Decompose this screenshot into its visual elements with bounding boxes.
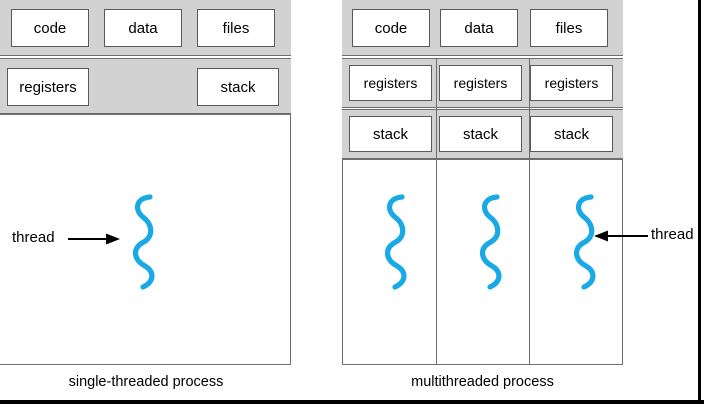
multi-thread-squiggle-2 xyxy=(480,194,502,290)
multi-cell-files: files xyxy=(530,9,608,47)
cell-label: data xyxy=(464,19,494,37)
single-cell-registers: registers xyxy=(7,68,89,106)
thread-text: thread xyxy=(651,226,694,243)
single-cell-data: data xyxy=(104,9,182,47)
multi-thread-divider-2 xyxy=(529,159,530,365)
cell-label: stack xyxy=(220,78,256,96)
multi-cell-stack-2: stack xyxy=(439,116,522,152)
cell-label: files xyxy=(222,19,250,37)
multi-cell-code: code xyxy=(352,9,430,47)
multi-thread-squiggle-3 xyxy=(574,194,596,290)
cell-label: files xyxy=(555,19,583,37)
multi-cell-data: data xyxy=(440,9,518,47)
caption-text: single-threaded process xyxy=(68,374,224,390)
caption-text: multithreaded process xyxy=(411,374,554,390)
multi-cell-registers-2: registers xyxy=(439,65,522,101)
multi-cell-stack-1: stack xyxy=(349,116,432,152)
single-thread-squiggle xyxy=(133,194,155,290)
cell-label: registers xyxy=(363,75,418,91)
page-right-rule xyxy=(698,0,701,400)
multi-band-divider-2 xyxy=(529,58,530,159)
multi-stack-band: stack stack stack xyxy=(342,109,623,159)
single-cell-code: code xyxy=(11,9,89,47)
multi-cell-registers-3: registers xyxy=(530,65,613,101)
thread-text: thread xyxy=(12,229,55,246)
arrow-right-icon xyxy=(68,233,120,245)
single-thread-annotation-label: thread xyxy=(12,229,55,246)
multi-thread-squiggle-1 xyxy=(385,194,407,290)
cell-label: stack xyxy=(372,125,408,143)
arrow-left-icon xyxy=(594,230,648,242)
single-per-thread-band: registers stack xyxy=(0,58,291,114)
cell-label: stack xyxy=(553,125,589,143)
multithreaded-caption: multithreaded process xyxy=(342,374,623,390)
multi-cell-registers-1: registers xyxy=(349,65,432,101)
cell-label: registers xyxy=(544,75,599,91)
single-cell-stack: stack xyxy=(197,68,279,106)
multi-shared-resources-band: code data files xyxy=(342,0,623,56)
single-shared-resources-band: code data files xyxy=(0,0,291,56)
multi-band-divider-1 xyxy=(436,58,437,159)
cell-label: registers xyxy=(453,75,508,91)
multi-cell-stack-3: stack xyxy=(530,116,613,152)
page-bottom-rule xyxy=(0,400,704,404)
single-cell-files: files xyxy=(197,9,275,47)
cell-label: stack xyxy=(462,125,498,143)
cell-label: code xyxy=(33,19,67,37)
multi-registers-band: registers registers registers xyxy=(342,58,623,108)
cell-label: registers xyxy=(19,78,77,96)
multi-thread-divider-1 xyxy=(436,159,437,365)
cell-label: code xyxy=(374,19,408,37)
cell-label: data xyxy=(128,19,158,37)
single-threaded-caption: single-threaded process xyxy=(0,374,292,390)
multi-thread-annotation-label: thread xyxy=(651,226,694,243)
